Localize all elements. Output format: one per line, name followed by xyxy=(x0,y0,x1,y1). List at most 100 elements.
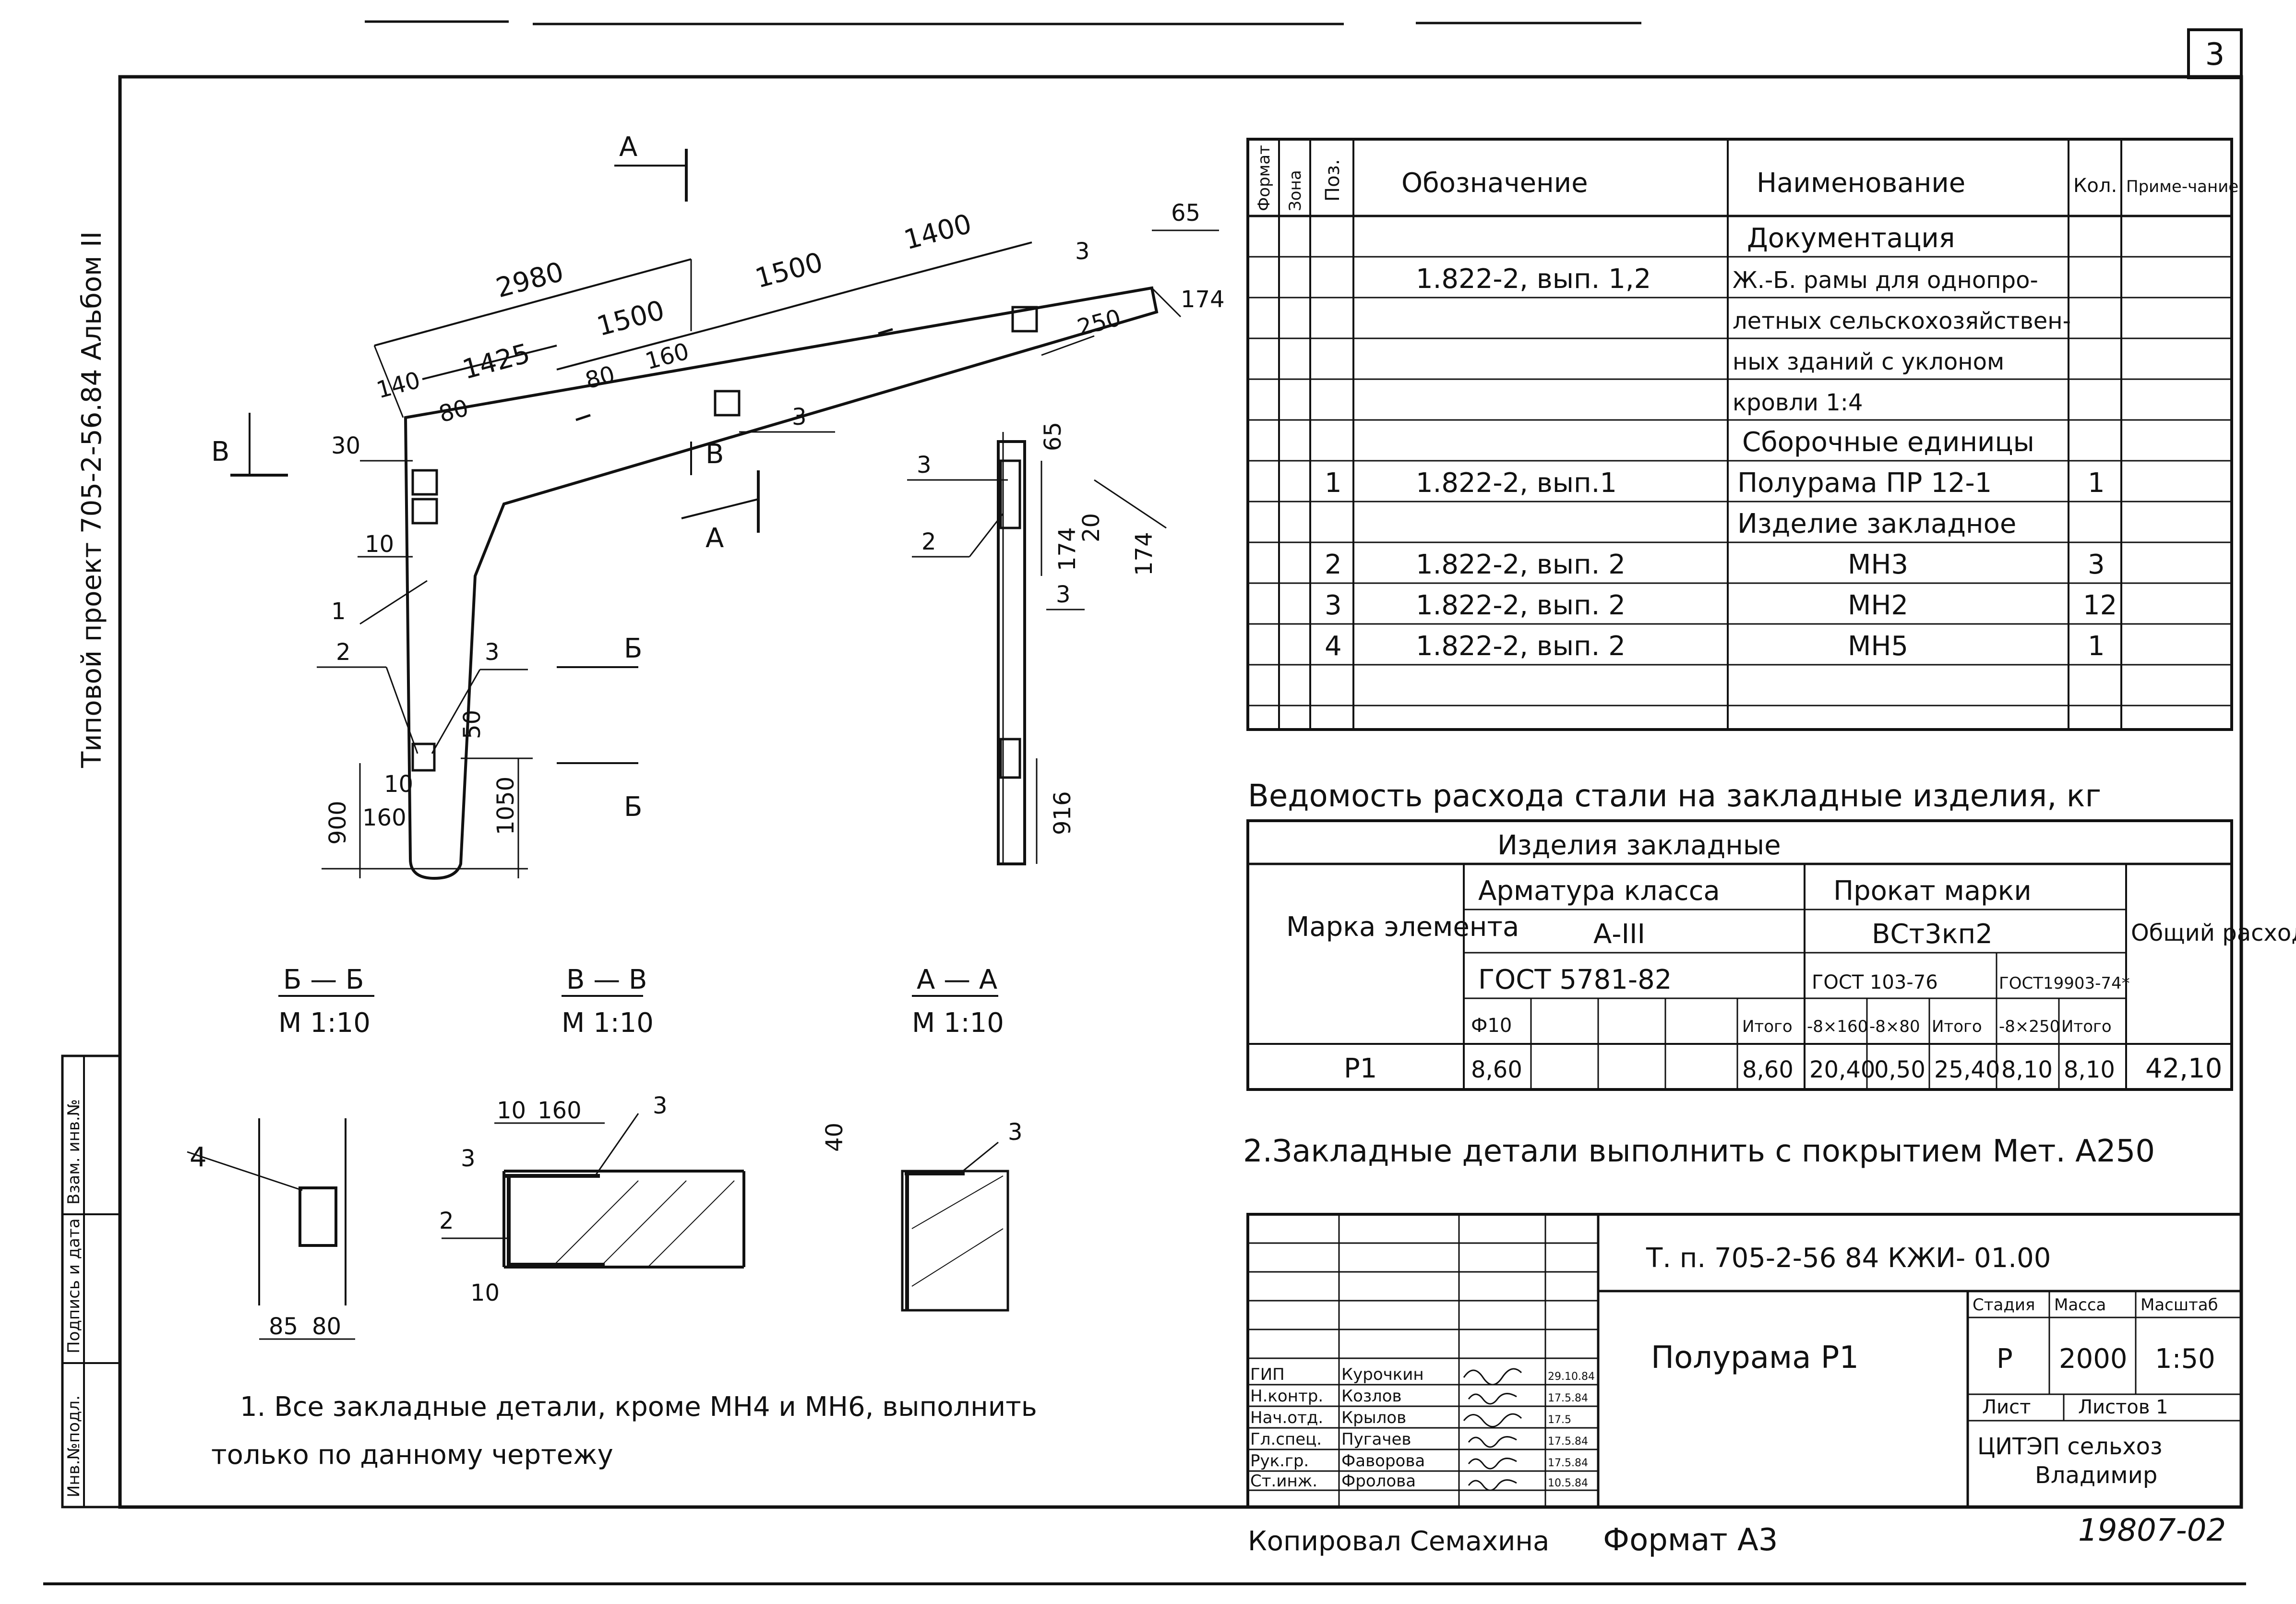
dim-50: 50 xyxy=(459,710,486,739)
dim-80b: 80 xyxy=(583,361,618,395)
note-1-line1: 1. Все закладные детали, кроме МН4 и МН6… xyxy=(240,1391,1037,1423)
steel-sub-header: -8×160 xyxy=(1807,1017,1868,1036)
section-v-scale: М 1:10 xyxy=(562,1007,654,1039)
title-sheet-label: Лист xyxy=(1982,1396,2031,1418)
steel-row-mark: Р1 xyxy=(1344,1053,1377,1084)
spec-row-name: летных сельскохозяйствен- xyxy=(1733,308,2071,335)
section-mark-a-top: А xyxy=(619,132,637,163)
steel-sub-header: -8×80 xyxy=(1869,1017,1920,1036)
steel-gost-103: ГОСТ 103-76 xyxy=(1812,971,1938,994)
steel-mark-header: Марка элемента xyxy=(1286,911,1519,943)
spec-table: Формат Зона Поз. Обозначение Наименовани… xyxy=(1246,138,2238,731)
steel-sub-header: Итого xyxy=(1742,1017,1793,1036)
sheet-number-box: 3 xyxy=(2187,28,2243,79)
dim-174b: 174 xyxy=(1054,527,1081,571)
steel-sub-header: Итого xyxy=(2061,1017,2112,1036)
spec-row-designation: 1.822-2, вып.1 xyxy=(1416,467,1617,499)
dim-20: 20 xyxy=(1078,513,1105,542)
steel-row-value: 8,10 xyxy=(2001,1056,2053,1083)
steel-table-title: Ведомость расхода стали на закладные изд… xyxy=(1248,778,2101,814)
footer-number: 19807-02 xyxy=(2078,1513,2226,1548)
spec-row-name: Сборочные единицы xyxy=(1742,427,2034,458)
stamp-inv-label: Инв.№подл. xyxy=(64,1395,84,1497)
detail-dim-10a: 10 xyxy=(497,1097,526,1124)
section-b-name: Б — Б xyxy=(283,964,364,995)
staff-name: Фролова xyxy=(1341,1472,1416,1491)
note-2: 2.Закладные детали выполнить с покрытием… xyxy=(1243,1134,2155,1169)
side-stamp: Инв.№подл. Подпись и дата Взам. инв.№ xyxy=(61,1054,121,1508)
dim-1500a: 1500 xyxy=(594,295,668,343)
steel-row-value: 25,40 xyxy=(1934,1056,2000,1083)
note-1-line2: только по данному чертежу xyxy=(211,1439,613,1471)
footer-format: Формат А3 xyxy=(1603,1522,1778,1558)
detail-section-b: 4 85 80 xyxy=(187,1118,355,1340)
spec-row-qty: 1 xyxy=(2088,631,2105,662)
dim-916: 916 xyxy=(1049,791,1076,835)
section-mark-b-bottom: Б xyxy=(624,791,642,823)
dim-160b: 160 xyxy=(362,804,407,831)
steel-rolled-grade: ВСт3кп2 xyxy=(1872,919,1993,950)
title-org: ЦИТЭП сельхоз xyxy=(1977,1433,2163,1460)
callout-4: 4 xyxy=(190,1142,207,1173)
dim-1050: 1050 xyxy=(492,777,519,835)
steel-rebar-grade: А-III xyxy=(1593,919,1645,950)
title-stage-label: Стадия xyxy=(1973,1295,2035,1315)
steel-sub-header: Ф10 xyxy=(1471,1015,1512,1037)
spec-header-pos: Поз. xyxy=(1322,159,1344,202)
callout-1: 1 xyxy=(331,598,346,625)
title-block: Т. п. 705-2-56 84 КЖИ- 01.00 Полурама Р1… xyxy=(1246,1213,2243,1508)
section-mark-v-left: В xyxy=(211,436,229,467)
staff-role: ГИП xyxy=(1250,1365,1285,1384)
spec-row-designation: 1.822-2, вып. 2 xyxy=(1416,549,1626,580)
steel-row-value: 20,40 xyxy=(1809,1056,1875,1083)
section-v-name: В — В xyxy=(566,964,647,995)
steel-row-value: 8,60 xyxy=(1471,1056,1522,1083)
detail-dim-160: 160 xyxy=(538,1097,582,1124)
spec-row-qty: 12 xyxy=(2083,590,2117,621)
staff-date: 17.5 xyxy=(1548,1414,1571,1426)
steel-rebar-gost: ГОСТ 5781-82 xyxy=(1478,964,1672,995)
steel-row-total: 42,10 xyxy=(2145,1053,2222,1084)
spec-header-note: Приме-чание xyxy=(2126,177,2238,196)
title-code: Т. п. 705-2-56 84 КЖИ- 01.00 xyxy=(1646,1243,2051,1274)
section-labels: Б — Б М 1:10 В — В М 1:10 А — А М 1:10 xyxy=(278,964,1004,1039)
dim-30: 30 xyxy=(331,432,360,459)
callout-3d: 3 xyxy=(1056,581,1071,608)
steel-row-value: 8,60 xyxy=(1742,1056,1794,1083)
title-name: Полурама Р1 xyxy=(1651,1340,1859,1376)
spec-row-qty: 1 xyxy=(2088,467,2105,499)
spec-row-pos: 1 xyxy=(1325,467,1342,499)
callout-2: 2 xyxy=(336,639,351,666)
title-city: Владимир xyxy=(2035,1462,2157,1489)
dim-1400: 1400 xyxy=(901,208,975,256)
section-mark-a-bottom: А xyxy=(706,523,724,554)
spec-row-pos: 2 xyxy=(1325,549,1342,580)
spec-row-name: МН2 xyxy=(1848,590,1908,621)
side-title: Типовой проект 705-2-56.84 Альбом II xyxy=(76,231,108,768)
section-a-name: А — А xyxy=(917,964,997,995)
staff-role: Гл.спец. xyxy=(1250,1430,1322,1449)
spec-header-format: Формат xyxy=(1255,145,1274,211)
dim-900: 900 xyxy=(324,801,351,845)
spec-row-name: Ж.-Б. рамы для однопро- xyxy=(1733,267,2038,294)
stamp-signature-label: Подпись и дата xyxy=(64,1218,84,1353)
spec-row-designation: 1.822-2, вып. 2 xyxy=(1416,631,1626,662)
callout-2b: 2 xyxy=(921,528,936,555)
detail-dim-10b: 10 xyxy=(470,1280,500,1306)
dim-174c: 174 xyxy=(1131,532,1158,576)
callout-3e: 3 xyxy=(653,1092,668,1119)
steel-rebar-class: Арматура класса xyxy=(1478,875,1720,907)
staff-date: 17.5.84 xyxy=(1548,1457,1588,1469)
steel-total-header: Общий расход xyxy=(2131,920,2296,946)
spec-header-designation: Обозначение xyxy=(1401,168,1588,199)
dim-80a: 80 xyxy=(436,395,471,428)
callout-3c: 3 xyxy=(917,452,932,479)
title-scale: 1:50 xyxy=(2155,1343,2215,1375)
spec-row-name: ных зданий с уклоном xyxy=(1733,348,2004,375)
dim-65: 65 xyxy=(1171,200,1200,227)
staff-name: Крылов xyxy=(1341,1408,1406,1427)
dim-140: 140 xyxy=(374,367,423,404)
staff-date: 10.5.84 xyxy=(1548,1477,1588,1489)
spec-header-zone: Зона xyxy=(1286,170,1305,211)
dim-10b: 10 xyxy=(384,771,413,798)
